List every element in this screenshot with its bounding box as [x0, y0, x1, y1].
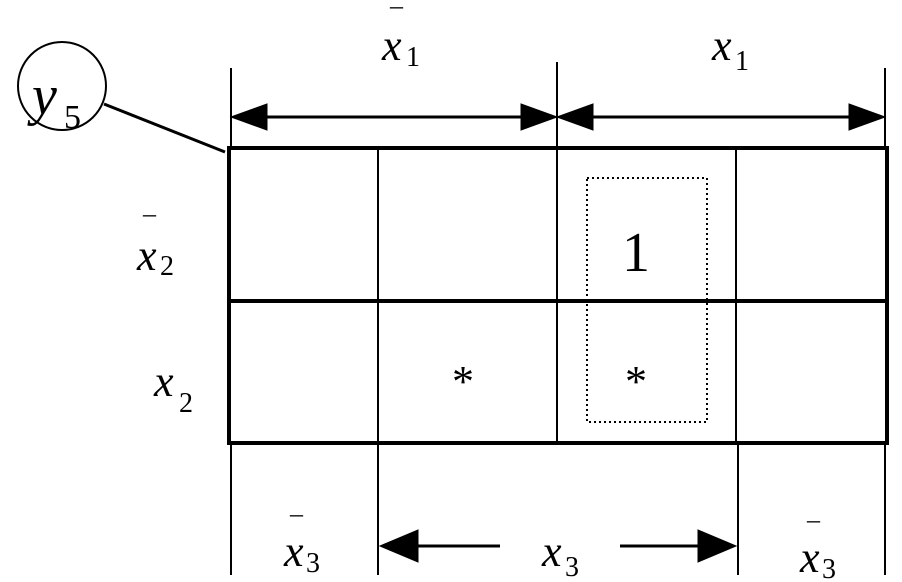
- output-label-callout: y 5: [17, 41, 226, 154]
- bottom-label-0: – x 3: [283, 499, 320, 579]
- bottom-label-1-base: x: [541, 527, 562, 576]
- top-label-1: x 1: [711, 21, 749, 77]
- top-label-1-sub: 1: [735, 46, 749, 77]
- bottom-label-0-base: x: [283, 527, 304, 576]
- left-label-1-sub: 2: [179, 388, 193, 419]
- top-label-0-base: x: [381, 21, 402, 70]
- cell-row1-col2: *: [625, 357, 647, 406]
- cell-row1-col1: *: [452, 357, 474, 406]
- top-label-0-bar: –: [389, 0, 404, 20]
- group-loop: [586, 177, 708, 423]
- output-label-base: y: [27, 65, 57, 127]
- bottom-label-2-bar: –: [806, 505, 821, 534]
- bottom-label-1: x 3: [541, 527, 579, 582]
- bottom-label-2-base: x: [799, 533, 820, 582]
- top-label-0-sub: 1: [406, 42, 420, 73]
- output-label-sub: 5: [64, 99, 81, 136]
- cell-row0-col2: 1: [622, 222, 650, 284]
- bottom-label-0-bar: –: [289, 499, 304, 528]
- left-label-0-bar: –: [142, 199, 157, 228]
- top-label-1-base: x: [711, 21, 732, 70]
- left-label-1-base: x: [153, 357, 174, 406]
- bottom-label-2-sub: 3: [822, 554, 836, 582]
- left-label-1: x 2: [153, 357, 193, 419]
- left-label-0-base: x: [136, 231, 157, 280]
- top-label-0: – x 1: [381, 0, 420, 73]
- left-label-0-sub: 2: [160, 251, 174, 282]
- top-dimension-lines: [229, 62, 887, 150]
- map-grid: [227, 146, 889, 445]
- bottom-label-0-sub: 3: [306, 548, 320, 579]
- bottom-label-2: – x 3: [799, 505, 836, 582]
- bottom-label-1-sub: 3: [565, 552, 579, 582]
- left-label-0: – x 2: [136, 199, 174, 282]
- bottom-dimension-lines: [230, 443, 886, 575]
